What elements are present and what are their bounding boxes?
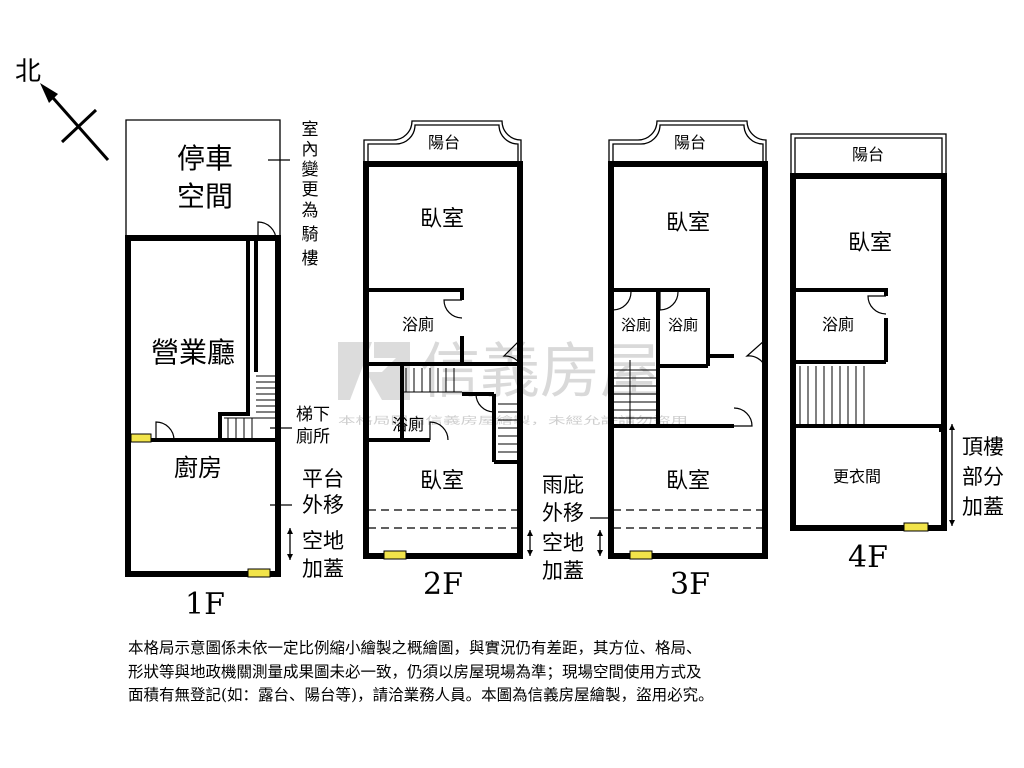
3f-bedroom-back: 臥室 bbox=[666, 469, 710, 494]
2f-bath-wall bbox=[366, 288, 464, 300]
2f-bath-door-icon bbox=[443, 299, 463, 319]
1f-window-back bbox=[247, 568, 271, 578]
3f-balcony-label: 陽台 bbox=[674, 133, 706, 152]
note-platform-0: 平台 bbox=[302, 467, 344, 491]
note-rooftop-0: 頂樓 bbox=[962, 435, 1004, 459]
note-open-space-2-0: 空地 bbox=[542, 531, 584, 555]
north-arrowhead-icon bbox=[40, 83, 58, 103]
parking-outline bbox=[125, 119, 281, 238]
floor-1f: 停車 空間 營業廳 廚房 1F bbox=[125, 119, 281, 622]
floor-2f: 陽台 臥室 浴廁 浴廁 臥室 2F bbox=[363, 120, 523, 602]
floor-label-2f: 2F bbox=[423, 567, 463, 602]
disclaimer: 本格局示意圖係未依一定比例縮小繪製之概繪圖，與實況仍有差距，其方位、格局、 形狀… bbox=[128, 637, 908, 708]
2f-stair-door-icon bbox=[502, 339, 521, 365]
north-arrow-icon bbox=[44, 89, 110, 161]
room-business-hall: 營業廳 bbox=[151, 336, 235, 369]
3f-balcony bbox=[608, 120, 767, 164]
4f-bath-door-icon bbox=[867, 295, 887, 315]
3f-outer-wall bbox=[608, 161, 768, 559]
4f-closet: 更衣間 bbox=[833, 467, 881, 486]
4f-outer-wall bbox=[790, 173, 947, 531]
2f-bath-b: 浴廁 bbox=[392, 415, 424, 434]
4f-balcony-label: 陽台 bbox=[852, 145, 884, 164]
2f-window bbox=[383, 550, 407, 560]
1f-stairs bbox=[224, 375, 278, 438]
room-kitchen: 廚房 bbox=[174, 454, 222, 482]
north-label: 北 bbox=[15, 57, 41, 87]
2f-bath-b-door-icon bbox=[429, 421, 449, 441]
note-indoor-arcade-1: 內 bbox=[302, 140, 319, 160]
2f-balcony bbox=[363, 120, 522, 164]
note-rooftop-1: 部分 bbox=[962, 465, 1004, 489]
disclaimer-line: 本格局示意圖係未依一定比例縮小繪製之概繪圖，與實況仍有差距，其方位、格局、 bbox=[128, 639, 702, 657]
2f-outer-wall bbox=[363, 161, 523, 559]
floor-3f: 陽台 臥室 浴廁 浴廁 臥室 3F bbox=[608, 120, 768, 602]
4f-stairs bbox=[799, 366, 865, 424]
compass: 北 bbox=[15, 57, 110, 161]
note-open-space-1-0: 空地 bbox=[302, 529, 344, 553]
disclaimer-line: 形狀等與地政機關測量成果圖未必一致，仍須以房屋現場為準；現場空間使用方式及 bbox=[128, 662, 702, 681]
floor-plan: 信義房屋 本格局圖由信義房屋繪製，未經允許請勿盜用 北 bbox=[15, 57, 1004, 622]
watermark: 信義房屋 本格局圖由信義房屋繪製，未經允許請勿盜用 bbox=[338, 337, 688, 427]
note-indoor-arcade-3: 更 bbox=[302, 180, 319, 200]
1f-kitchen-door-icon bbox=[155, 421, 175, 441]
room-parking-line2: 空間 bbox=[177, 180, 233, 213]
note-under-stairs-1: 廁所 bbox=[296, 426, 330, 447]
watermark-brand: 信義房屋 bbox=[420, 337, 660, 407]
4f-bath: 浴廁 bbox=[822, 315, 854, 334]
2f-bath-a: 浴廁 bbox=[402, 315, 434, 334]
floor-label-4f: 4F bbox=[848, 540, 888, 575]
compass-cross-icon bbox=[60, 108, 98, 144]
note-indoor-arcade-6: 樓 bbox=[302, 249, 319, 269]
floor-label-3f: 3F bbox=[670, 567, 710, 602]
3f-stair-door-icon bbox=[745, 339, 766, 367]
brand-logo-icon bbox=[338, 342, 410, 400]
1f-window-side bbox=[130, 433, 152, 443]
2f-bedroom-front: 臥室 bbox=[420, 207, 464, 232]
2f-bedroom-door-icon bbox=[475, 393, 495, 413]
4f-bath-wall bbox=[793, 288, 888, 296]
1f-side-door-icon bbox=[257, 221, 277, 241]
annotations-1f: 室 內 變 更 為 騎 樓 梯下 廁所 平台 外移 空地 加蓋 bbox=[268, 120, 344, 581]
3f-bath-b-door-icon bbox=[659, 291, 679, 311]
3f-bedroom-door-icon bbox=[733, 407, 753, 427]
4f-bedroom: 臥室 bbox=[848, 231, 892, 256]
annotations-middle: 雨庇 外移 空地 加蓋 bbox=[527, 473, 612, 583]
note-open-space-2-1: 加蓋 bbox=[542, 559, 584, 583]
note-under-stairs-0: 梯下 bbox=[296, 405, 330, 425]
3f-bath-a: 浴廁 bbox=[621, 316, 651, 334]
note-platform-1: 外移 bbox=[302, 493, 344, 517]
disclaimer-line: 面積有無登記(如：露台、陽台等)，請洽業務人員。本圖為信義房屋繪製，盜用必究。 bbox=[128, 686, 714, 704]
note-indoor-arcade-0: 室 bbox=[302, 120, 319, 140]
2f-stairs bbox=[402, 368, 518, 453]
floor-label-1f: 1F bbox=[185, 587, 225, 622]
note-indoor-arcade-4: 為 bbox=[302, 201, 319, 221]
note-canopy-1: 外移 bbox=[542, 501, 584, 525]
floor-4f: 陽台 臥室 浴廁 更衣間 4F bbox=[790, 133, 947, 575]
2f-bedroom-back: 臥室 bbox=[420, 469, 464, 494]
3f-stairs bbox=[614, 360, 656, 424]
3f-bath-b: 浴廁 bbox=[668, 316, 698, 334]
3f-bath-a-door-icon bbox=[612, 291, 632, 311]
note-indoor-arcade-2: 變 bbox=[302, 160, 319, 180]
3f-window bbox=[629, 550, 653, 560]
note-open-space-1-1: 加蓋 bbox=[302, 557, 344, 581]
note-rooftop-2: 加蓋 bbox=[962, 495, 1004, 519]
4f-window bbox=[903, 522, 929, 532]
3f-bedroom-front: 臥室 bbox=[666, 211, 710, 236]
annotations-4f: 頂樓 部分 加蓋 bbox=[949, 424, 1004, 526]
room-parking-line1: 停車 bbox=[177, 142, 233, 175]
2f-balcony-label: 陽台 bbox=[428, 133, 460, 152]
note-canopy-0: 雨庇 bbox=[542, 473, 584, 497]
note-indoor-arcade-5: 騎 bbox=[302, 225, 319, 245]
